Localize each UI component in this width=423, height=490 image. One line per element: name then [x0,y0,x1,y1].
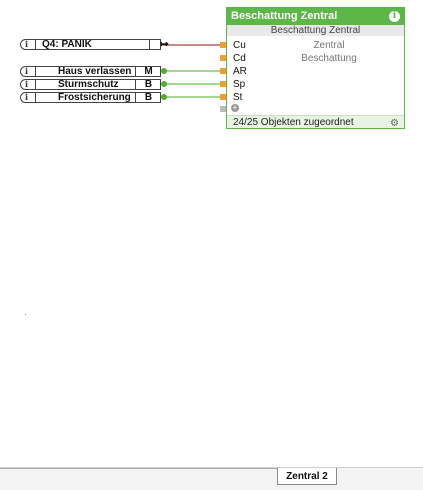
port-label-sp: Sp [233,79,246,90]
input-block-frostsicherung[interactable]: i Frostsicherung B [20,92,161,103]
tab-bar-line [0,468,277,469]
block-description-line2: Beschattung [301,53,357,64]
input-value: B [135,93,161,103]
input-pin-sp[interactable] [220,81,226,87]
page-tab-bar: Zentral 2 [0,467,423,490]
input-pin-cu[interactable] [220,42,226,48]
port-label-st: St [233,92,243,103]
port-label-ar: AR [233,66,247,77]
input-block-panik[interactable]: i Q4: PANIK ↦ [20,39,169,50]
input-label: Sturmschutz [35,80,153,90]
block-beschattung-zentral[interactable]: Beschattung Zentral i Beschattung Zentra… [226,7,405,129]
exit-icon: ↦ [149,40,179,50]
canvas-speck [25,314,26,315]
block-header[interactable]: Beschattung Zentral i [227,8,404,25]
input-pin-st[interactable] [220,94,226,100]
block-description-line1: Zentral [313,40,345,51]
output-connector[interactable] [161,94,167,100]
port-label-cd: Cd [233,53,246,64]
info-icon[interactable]: i [24,92,29,102]
input-pin-ar[interactable] [220,68,226,74]
info-icon[interactable]: i [24,39,29,49]
add-input-icon[interactable]: + [231,103,239,112]
block-title: Beschattung Zentral [231,10,338,22]
input-pin-empty[interactable] [220,106,226,112]
block-subtitle: Beschattung Zentral [227,25,404,36]
connection-wires [161,44,222,98]
block-footer: 24/25 Objekten zugeordnet ⚙ [227,115,404,129]
gear-icon[interactable]: ⚙ [390,118,399,129]
logic-canvas[interactable]: i Q4: PANIK ↦ i Haus verlassen M i Sturm… [0,0,423,467]
info-icon[interactable]: i [389,11,400,22]
info-icon[interactable]: i [24,79,29,89]
input-block-haus-verlassen[interactable]: i Haus verlassen M [20,66,161,77]
input-label: Frostsicherung [35,93,153,103]
output-connector[interactable] [161,68,167,74]
object-count-text: 24/25 Objekten zugeordnet [233,117,354,128]
port-label-cu: Cu [233,40,246,51]
input-block-sturmschutz[interactable]: i Sturmschutz B [20,79,161,90]
input-value: B [135,80,161,90]
input-value: M [135,67,161,77]
tab-zentral-2[interactable]: Zentral 2 [277,468,337,485]
info-icon[interactable]: i [24,66,29,76]
input-label: Haus verlassen [35,67,153,77]
input-label: Q4: PANIK [35,40,147,50]
output-connector[interactable] [161,81,167,87]
input-pin-cd[interactable] [220,55,226,61]
